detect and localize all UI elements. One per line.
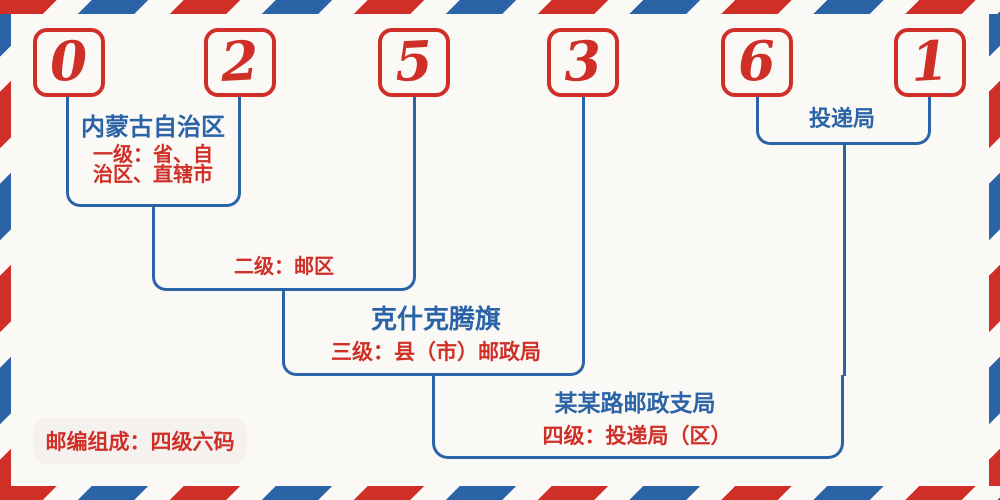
airmail-border-left xyxy=(0,0,11,500)
connector-digit3 xyxy=(413,97,416,207)
digit-box-6: 1 xyxy=(894,28,966,97)
bracket-level2 xyxy=(152,206,416,291)
level1-description: 一级：省、自治区、直辖市 xyxy=(93,142,213,186)
connector-digit4 xyxy=(582,97,585,291)
connector-delivery-drop xyxy=(842,143,846,376)
digit-box-5: 6 xyxy=(721,28,793,97)
digit-box-2: 2 xyxy=(204,28,276,97)
delivery-bureau-label: 投递局 xyxy=(808,106,875,132)
level4-description: 四级：投递局（区） xyxy=(542,423,732,448)
bracket-level3 xyxy=(282,290,585,376)
level4-region-name: 某某路邮政支局 xyxy=(554,390,716,417)
digit-6: 1 xyxy=(909,27,951,94)
bracket-level1 xyxy=(66,97,241,207)
bracket-level4 xyxy=(432,375,844,459)
airmail-border-right xyxy=(989,0,1000,500)
digit-5: 6 xyxy=(736,27,778,94)
level2-description: 二级：邮区 xyxy=(234,254,334,278)
airmail-border-bottom xyxy=(0,486,1000,500)
digit-3: 5 xyxy=(393,27,435,94)
digit-box-3: 5 xyxy=(378,28,450,97)
level3-region-name: 克什克腾旗 xyxy=(370,305,501,335)
airmail-border-top xyxy=(0,0,1000,14)
postal-code-composition-badge: 邮编组成：四级六码 xyxy=(33,418,247,464)
digit-4: 3 xyxy=(562,27,604,94)
digit-box-1: 0 xyxy=(33,28,105,97)
bracket-delivery xyxy=(756,97,931,145)
postal-code-composition-text: 邮编组成：四级六码 xyxy=(45,429,235,454)
digit-2: 2 xyxy=(219,27,261,94)
digit-1: 0 xyxy=(48,27,90,94)
level1-region-name: 内蒙古自治区 xyxy=(81,112,225,141)
level3-description: 三级：县（市）邮政局 xyxy=(331,339,541,364)
digit-box-4: 3 xyxy=(547,28,619,97)
